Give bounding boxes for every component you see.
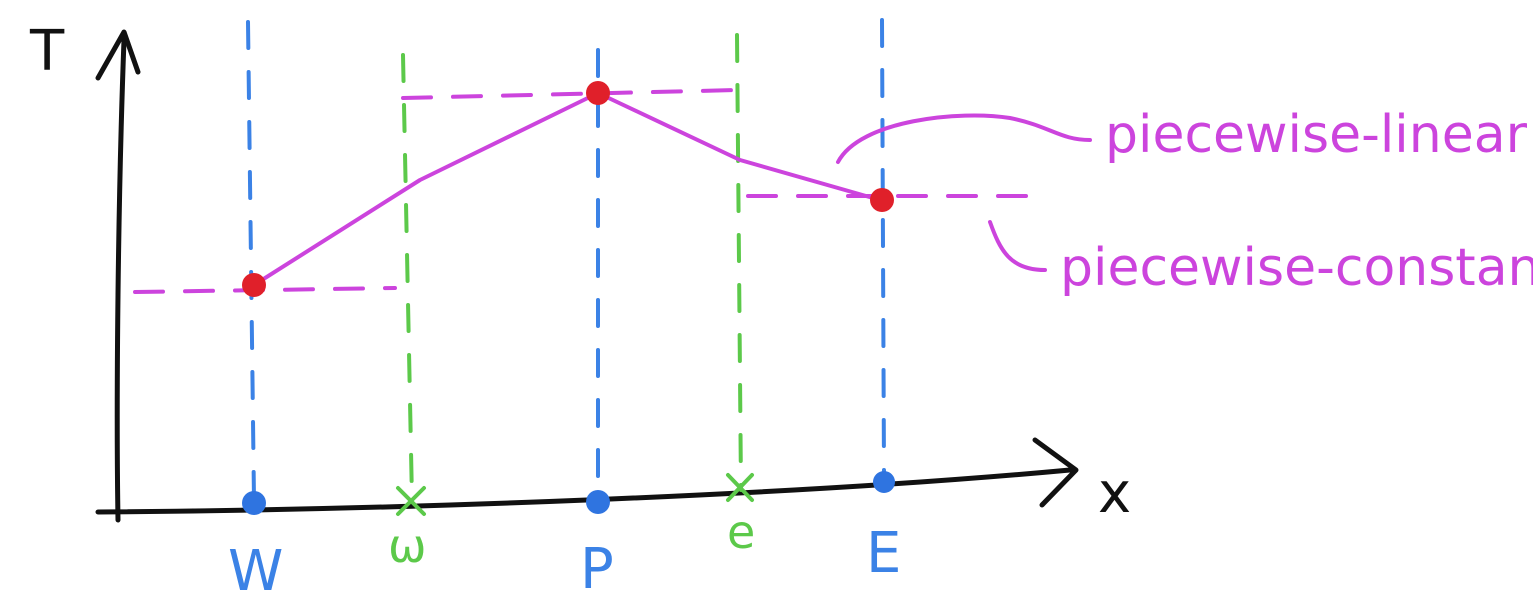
piecewise-constant-profile [133, 88, 1047, 294]
x-axis-arrowhead [1032, 437, 1079, 508]
value-point-W [242, 273, 266, 297]
face-label-w: ω [388, 519, 427, 573]
leader-linear [836, 113, 1092, 164]
face-markers [396, 473, 754, 516]
axes [95, 29, 1079, 523]
node-label-P: P [580, 537, 614, 602]
annotation-piecewise-linear: piecewise-linear [1105, 105, 1528, 165]
annotation-leaders [836, 113, 1092, 272]
value-point-E [870, 188, 894, 212]
node-gridlines [246, 18, 886, 502]
node-dot-P [586, 490, 610, 514]
piecewise-linear-profile [252, 91, 881, 287]
face-label-e: e [727, 505, 755, 559]
node-line-E [880, 18, 886, 477]
node-dot-E [873, 471, 895, 493]
y-axis-arrowhead [95, 29, 141, 81]
constant-segment-P [401, 88, 740, 100]
y-axis-label: T [29, 19, 65, 84]
node-dot-W [242, 491, 266, 515]
value-point-P [586, 81, 610, 105]
node-label-W: W [228, 539, 283, 604]
y-axis [114, 37, 127, 523]
node-label-E: E [866, 521, 901, 586]
x-axis-label: x [1098, 461, 1131, 526]
node-line-W [246, 20, 256, 502]
face-line-w [401, 53, 414, 502]
face-cross-e [726, 473, 754, 502]
face-line-e [735, 33, 743, 492]
face-gridlines [401, 33, 743, 502]
face-cross-w [396, 486, 426, 516]
constant-segment-W [133, 286, 397, 294]
annotation-piecewise-constant: piecewise-constant [1060, 238, 1533, 298]
node-dots [242, 471, 895, 515]
leader-constant [988, 220, 1047, 272]
nodal-values [242, 81, 894, 297]
